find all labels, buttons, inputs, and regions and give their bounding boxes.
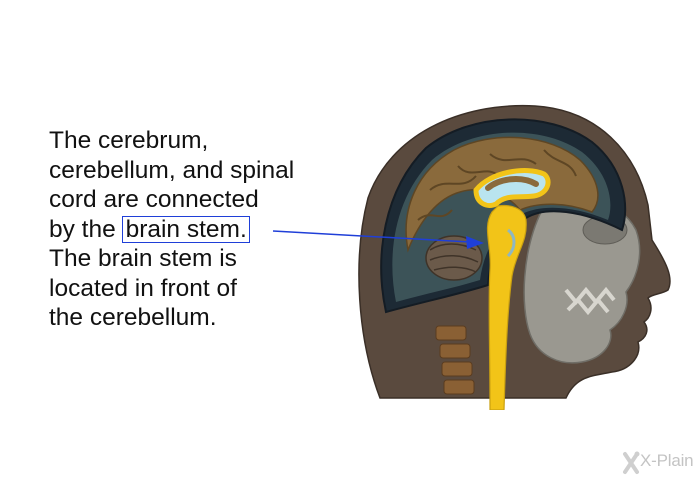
caption-line-prefix: by the [49,215,123,243]
head-sagittal-section-illustration [358,104,671,410]
cerebrum-folds [417,149,577,221]
caption-line: located in front of [49,274,237,302]
corpus-callosum [485,176,539,191]
x-plain-logo: X-Plain [622,448,698,478]
vertebrae [435,325,475,395]
caption-line: cord are connected [49,186,259,213]
lower-teeth [566,296,610,316]
logo-text: X-Plain [640,451,694,470]
caption-line: the cerebellum. [49,304,217,331]
fourth-ventricle [506,228,516,258]
brain-stem-term-highlight: brain stem. [121,215,250,243]
upper-teeth [564,286,616,306]
x-plain-logo-mark [623,451,640,474]
caption-line-with-term: by the brain stem. [49,215,349,245]
caption-line: The brain stem is [49,245,237,272]
caption-text: The cerebrum, cerebellum, and spinal cor… [49,126,349,333]
caption-line: The cerebrum, [49,127,209,154]
caption-line: cerebellum, and spinal [49,156,295,184]
brain-stem-and-spinal-cord [486,204,527,410]
